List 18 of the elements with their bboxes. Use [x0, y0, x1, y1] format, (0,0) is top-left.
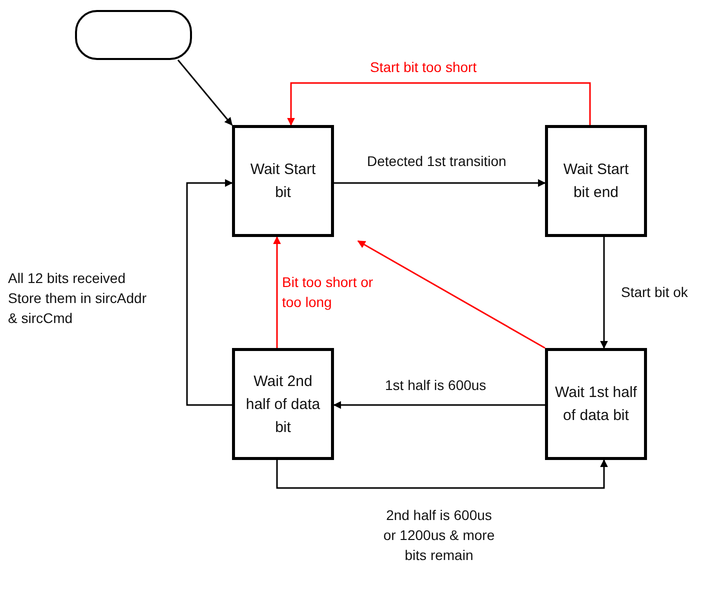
arrow — [273, 236, 281, 348]
arrow — [287, 82, 591, 126]
arrow — [186, 179, 233, 406]
arrow — [334, 179, 546, 187]
state-name: Wait 2nd half of data bit — [244, 372, 322, 438]
state-box — [232, 125, 334, 237]
state-name: Wait Start bit — [249, 160, 317, 203]
arrow — [357, 240, 546, 349]
state-box — [545, 348, 647, 460]
state-name: Wait 1st half of data bit — [554, 383, 638, 426]
state-name: Wait Start bit end — [562, 160, 630, 203]
start-terminal — [75, 10, 192, 60]
arrow — [333, 401, 545, 409]
state-box — [545, 125, 647, 237]
arrow — [600, 237, 608, 349]
arrow — [276, 459, 608, 489]
arrow — [177, 60, 233, 126]
state-box — [232, 348, 334, 460]
